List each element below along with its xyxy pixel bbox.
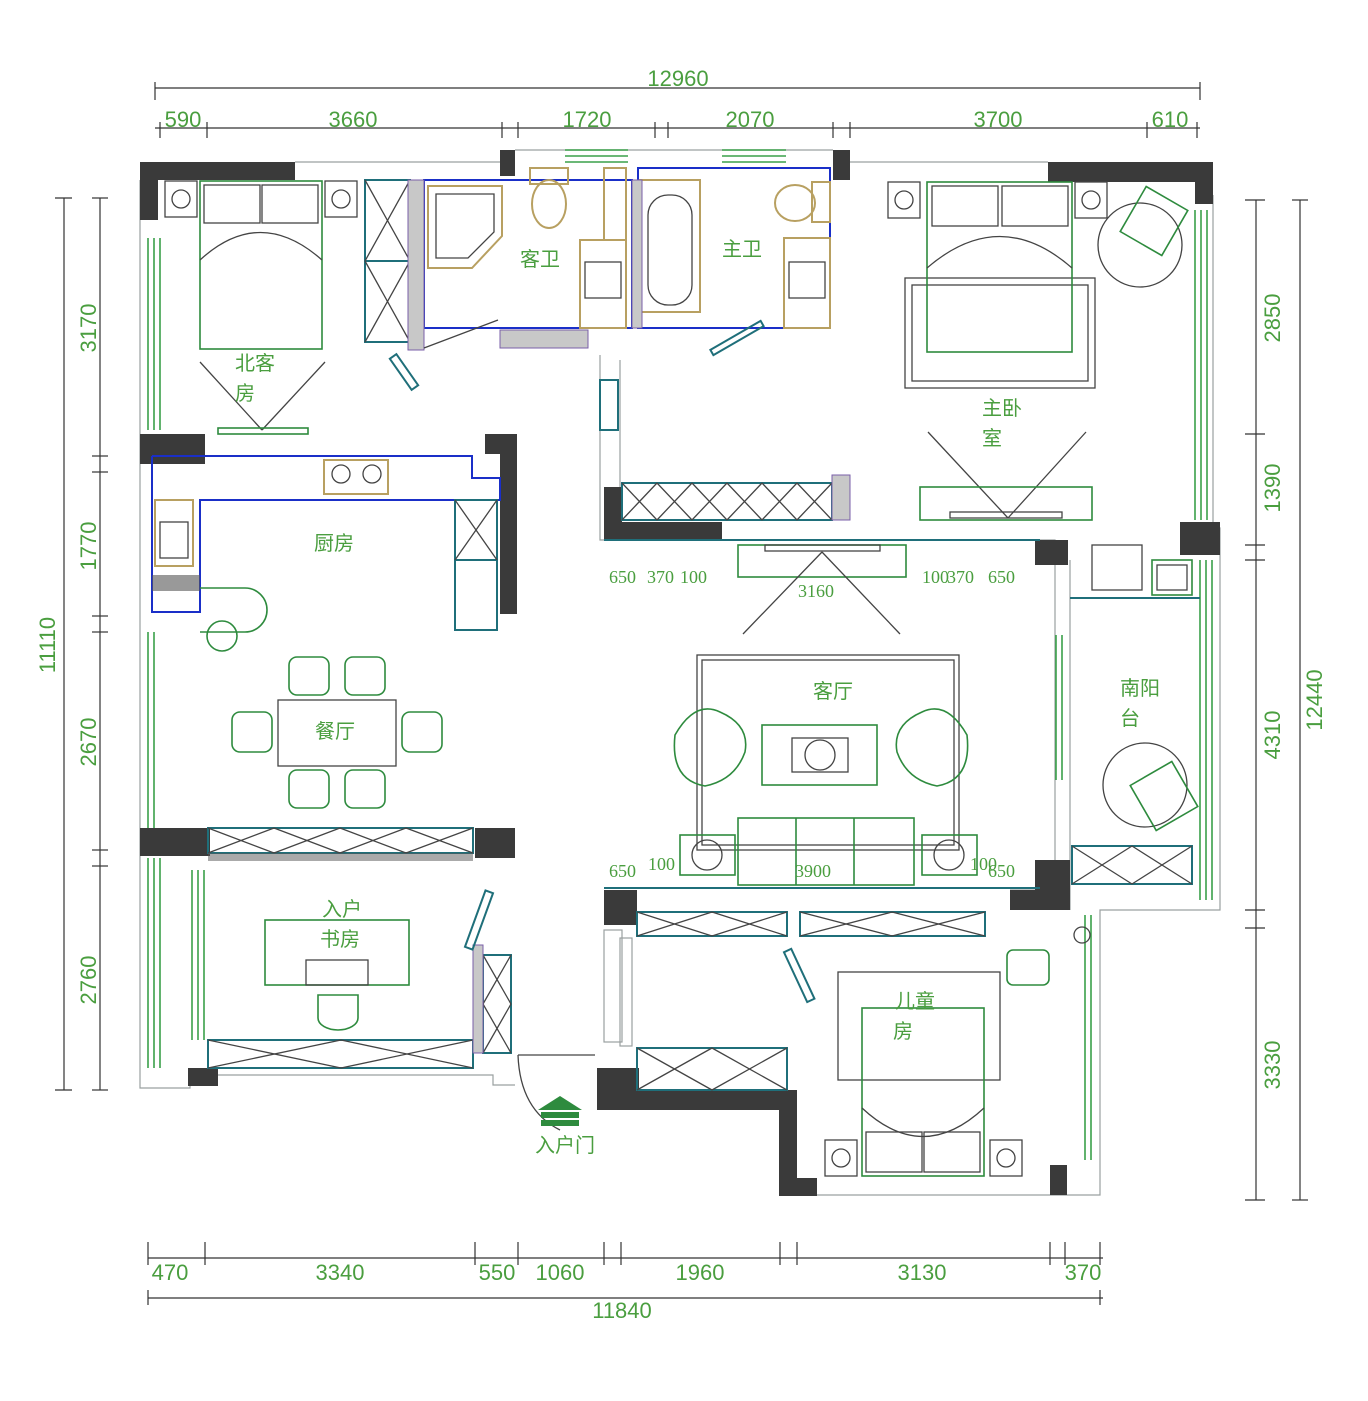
- room-label-master-bath: 主卫: [722, 237, 762, 261]
- study: 入户 书房: [207, 897, 512, 1069]
- dim-tv-3: 100: [680, 567, 707, 587]
- dim-right-3: 4310: [1260, 711, 1285, 760]
- cabinet-dining: [207, 827, 474, 861]
- dim-top-4: 2070: [726, 107, 775, 132]
- dim-left-1: 3170: [76, 304, 101, 353]
- dimension-right: 2850 1390 4310 3330 12440: [1245, 199, 1327, 1201]
- wardrobe-north-guest: [364, 179, 411, 343]
- dim-left-total: 11110: [35, 617, 60, 673]
- dim-sofa-2: 100: [648, 854, 675, 874]
- room-label-master-2: 室: [982, 426, 1002, 450]
- dim-top-5: 3700: [974, 107, 1023, 132]
- room-label-guest-bath: 客卫: [520, 247, 560, 271]
- dim-bottom-2: 3340: [316, 1260, 365, 1285]
- dimension-top: 12960 590 3660 1720 2070 3700 610: [154, 66, 1201, 138]
- dim-right-total: 12440: [1302, 669, 1327, 730]
- room-label-living: 客厅: [813, 679, 853, 703]
- south-balcony: 南阳 台: [1070, 544, 1200, 885]
- entrance: 入户门: [535, 1096, 595, 1157]
- room-label-balcony-2: 台: [1120, 706, 1140, 730]
- dim-bottom-5: 1960: [676, 1260, 725, 1285]
- doors: [388, 319, 816, 1131]
- dim-left-3: 2670: [76, 718, 101, 767]
- solid-walls: [140, 150, 1220, 1196]
- thin-walls: [139, 149, 1221, 1196]
- wardrobe-corridor: [621, 474, 851, 521]
- room-label-kids-2: 房: [893, 1019, 913, 1043]
- dim-bottom-total: 11840: [592, 1298, 652, 1323]
- dim-tv-6: 650: [988, 567, 1015, 587]
- dim-sofa-3: 100: [970, 854, 997, 874]
- room-label-dining: 餐厅: [315, 719, 355, 743]
- dim-tv-5: 370: [947, 567, 974, 587]
- living-tv-wall: 650 370 100 100 370 650 3160: [604, 539, 1040, 635]
- master-bath: 主卫: [637, 167, 831, 329]
- brick-wall-guestbath: [407, 179, 425, 351]
- living-furniture: 客厅 650 100 100 650 3900: [604, 654, 1040, 889]
- dim-tv-1: 650: [609, 567, 636, 587]
- dimension-bottom: 470 3340 550 1060 1960 3130 370 11840: [147, 1242, 1103, 1323]
- corridor-pillars: [603, 929, 633, 1047]
- brick-wall-bath: [499, 329, 589, 349]
- room-label-entrance: 入户门: [535, 1133, 595, 1157]
- guest-bath: 客卫: [423, 167, 633, 329]
- dim-tv-2: 370: [647, 567, 674, 587]
- dim-bottom-6: 3130: [898, 1260, 947, 1285]
- dim-top-1: 590: [165, 107, 202, 132]
- dim-right-1: 2850: [1260, 294, 1285, 343]
- dim-left-4: 2760: [76, 956, 101, 1005]
- room-label-north-guest-2: 房: [235, 381, 255, 405]
- dim-top-total: 12960: [647, 66, 708, 91]
- dim-top-2: 3660: [329, 107, 378, 132]
- north-guest-tv: [199, 361, 326, 435]
- room-label-study-2: 书房: [320, 927, 360, 951]
- dim-right-2: 1390: [1260, 464, 1285, 513]
- kids-room: 儿童 房: [636, 911, 1091, 1177]
- master-tv: [919, 431, 1093, 521]
- dim-tv-center: 3160: [798, 581, 834, 601]
- dim-sofa-center: 3900: [795, 861, 831, 881]
- dim-sofa-1: 650: [609, 861, 636, 881]
- windows: [147, 149, 1213, 1160]
- dim-left-2: 1770: [76, 522, 101, 571]
- room-label-master-1: 主卧: [982, 396, 1022, 420]
- dim-sofa-4: 650: [988, 861, 1015, 881]
- brick-wall-bath-divider: [631, 179, 643, 329]
- north-guest-bed: [164, 180, 358, 350]
- room-label-kids-1: 儿童: [895, 989, 935, 1013]
- room-label-study-1: 入户: [322, 897, 362, 921]
- dim-bottom-1: 470: [152, 1260, 189, 1285]
- master-bed: [887, 181, 1108, 389]
- room-label-north-guest-1: 北客: [235, 351, 275, 375]
- dim-bottom-7: 370: [1065, 1260, 1102, 1285]
- master-chair: [1097, 185, 1189, 288]
- room-label-kitchen: 厨房: [314, 531, 354, 555]
- dimension-left: 11110 3170 1770 2670 2760: [35, 197, 108, 1091]
- dim-tv-4: 100: [922, 567, 949, 587]
- kitchen: 厨房: [151, 455, 501, 631]
- dim-bottom-3: 550: [479, 1260, 516, 1285]
- dining: 餐厅: [200, 587, 443, 809]
- dim-bottom-4: 1060: [536, 1260, 585, 1285]
- dim-top-6: 610: [1152, 107, 1189, 132]
- dim-top-3: 1720: [563, 107, 612, 132]
- dim-right-4: 3330: [1260, 1041, 1285, 1090]
- room-label-balcony-1: 南阳: [1120, 676, 1160, 700]
